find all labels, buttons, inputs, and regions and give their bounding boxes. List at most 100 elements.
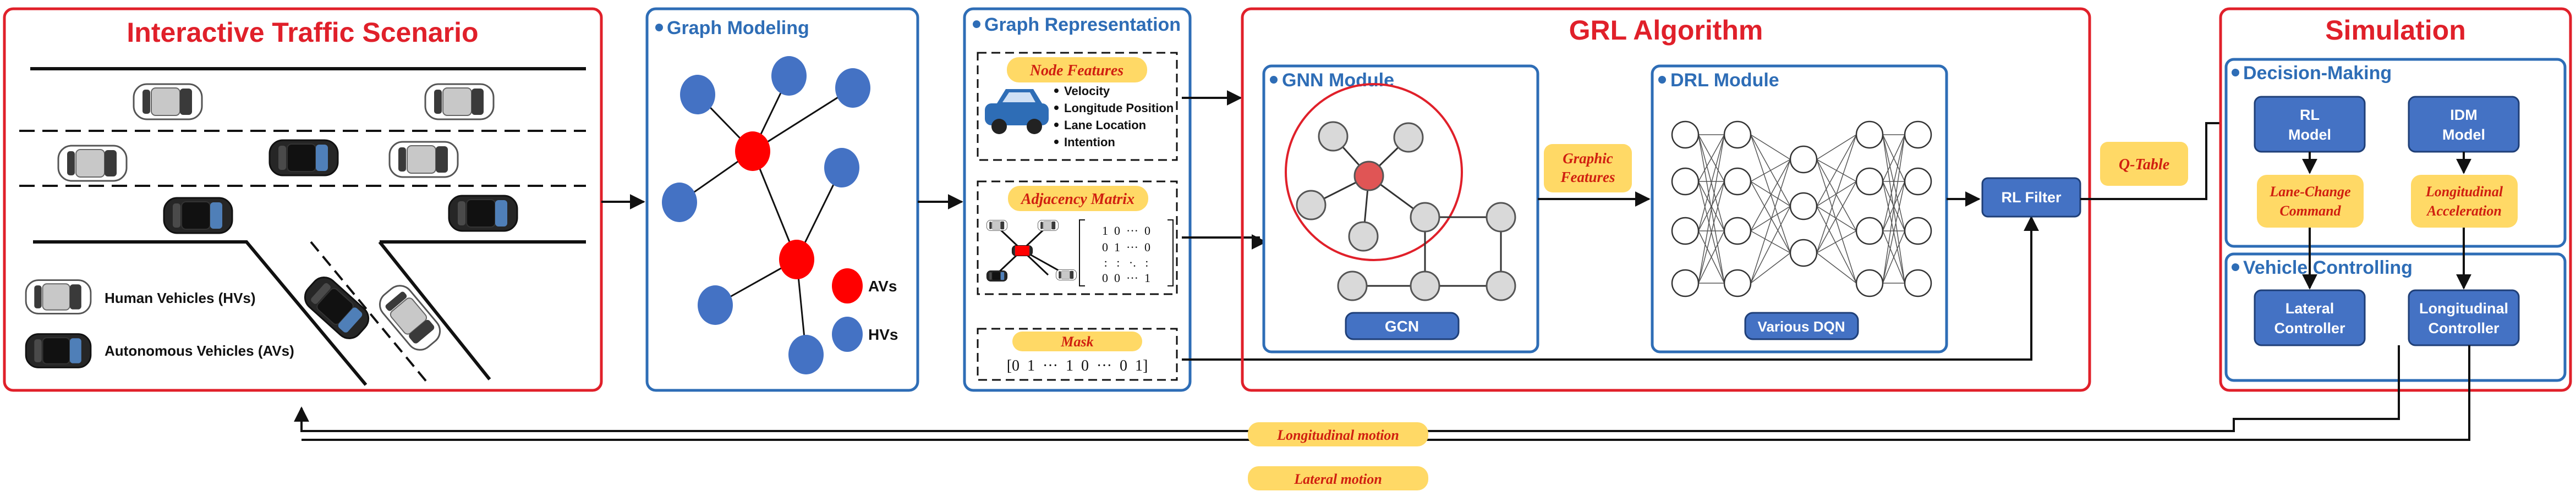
node-feature-item: Intention [1064,135,1115,149]
mask-vector: [0 1 ··· 1 0 ··· 0 1] [1007,357,1148,374]
graphic-features-label-2: Features [1560,169,1615,185]
node-feature-item: Lane Location [1064,118,1146,132]
graph-modeling-panel: Graph Modeling AVs HVs [645,7,919,392]
graph-representation-panel: Graph Representation Node Features Veloc… [963,7,1192,392]
lateral-controller-label: Lateral [2285,300,2334,317]
grl-algorithm-title: GRL Algorithm [1569,15,1763,46]
legend-human-vehicles: Human Vehicles (HVs) [105,290,256,306]
vehicle-controlling-title: Vehicle Controlling [2243,257,2413,278]
nn-edge [1750,206,1791,231]
nn-edge [1698,230,1725,284]
gcn-label: GCN [1385,318,1419,335]
nn-node [1723,217,1752,245]
nn-edge [1698,134,1725,182]
nn-node [1723,120,1752,149]
nn-edge [1816,252,1857,284]
lateral-controller-box [2254,289,2366,346]
rl-model-label: RL [2300,107,2320,123]
nn-edge [1816,230,1857,253]
node-features-label: Node Features [1029,62,1123,79]
longitudinal-acceleration-label-2: Acceleration [2426,203,2502,219]
mask-label: Mask [1060,334,1093,350]
adjacency-row: : : ·. : [1104,256,1149,269]
gcn-button [1345,312,1460,340]
nn-edge [1816,181,1857,253]
nn-edge [1816,206,1857,231]
arrow-adjacency-to-gnn [1182,234,1267,250]
rl-model-label-2: Model [2288,126,2331,143]
traffic-scenario-panel: Interactive Traffic Scenario Human [3,7,603,392]
nn-edge [1750,230,1791,253]
nn-node [1789,239,1818,267]
lane-change-command-label: Lane-Change [2269,184,2350,200]
nn-edge [1882,134,1905,182]
lane-change-command-label-2: Command [2279,203,2341,219]
nn-edge [1816,206,1857,284]
lateral-motion-label: Lateral motion [1294,471,1382,487]
grl-algorithm-panel: GRL Algorithm GNN Module [1241,7,2091,392]
nn-node [1789,145,1818,174]
nn-edge [1882,134,1905,231]
node-feature-list: Velocity Longitude Position Lane Locatio… [1054,84,1174,149]
car-icon [985,89,1049,134]
graph-legend: AVs HVs [832,268,898,352]
nn-node [1904,120,1932,149]
nn-edge [1698,134,1725,231]
longitudinal-controller-label-2: Controller [2428,320,2499,336]
nn-edge [1750,206,1791,284]
graphic-features-label: Graphic [1563,150,1613,167]
decision-making-title: Decision-Making [2243,63,2392,84]
nn-edge [1882,181,1905,284]
nn-node [1723,167,1752,196]
adjacency-row: 0 0 ··· 1 [1102,271,1150,285]
arrow-mask-to-filter [1182,216,2039,361]
simulation-panel: Simulation Decision-Making RL Model IDM … [2219,7,2572,392]
rl-model-box [2254,96,2366,153]
nn-node [1671,269,1700,297]
legend-hvs: HVs [868,326,898,343]
nn-edge [1698,134,1725,284]
idm-model-label: IDM [2450,107,2478,123]
rl-filter-label: RL Filter [2001,189,2062,206]
nn-edge [1750,252,1791,284]
nn-node [1855,120,1884,149]
road-markings [19,67,586,386]
neural-network-nodes [1671,120,1932,297]
nn-node [1789,192,1818,220]
graph-nodes [662,56,870,374]
nn-node [1671,167,1700,196]
nn-edge [1816,159,1857,231]
drl-module-title: DRL Module [1670,70,1779,91]
nn-node [1904,167,1932,196]
node-feature-item: Longitude Position [1064,101,1174,115]
longitudinal-motion-label: Longitudinal motion [1276,427,1399,443]
nn-edge [1882,134,1905,284]
nn-node [1671,217,1700,245]
nn-node [1855,269,1884,297]
drl-module: DRL Module Various DQN [1651,64,1948,354]
lateral-controller-label-2: Controller [2274,320,2345,336]
nn-edge [1816,134,1857,160]
nn-edge [1882,230,1905,284]
simulation-title: Simulation [2325,15,2466,46]
various-dqn-button [1744,312,1859,340]
nn-node [1671,120,1700,149]
nn-edge [1750,181,1791,253]
adjacency-row: 0 1 ··· 0 [1102,240,1150,254]
legend-avs: AVs [868,278,897,295]
traffic-scenario-title: Interactive Traffic Scenario [127,17,478,48]
nn-node [1855,217,1884,245]
adjacency-row: 1 0 ··· 0 [1102,224,1150,238]
nn-edge [1750,181,1791,207]
neural-network-edges [1698,134,1905,284]
nn-edge [1750,159,1791,231]
gnn-module: GNN Module [1262,64,1539,354]
mini-graph-icon [986,219,1077,282]
nn-edge [1816,134,1857,253]
nn-edge [1816,159,1857,284]
node-feature-item: Velocity [1064,84,1110,98]
nn-edge [1750,134,1791,160]
legend-autonomous-vehicles: Autonomous Vehicles (AVs) [105,343,294,359]
adjacency-matrix: 1 0 ··· 0 0 1 ··· 0 : : ·. : 0 0 ··· 1 [1079,219,1174,286]
